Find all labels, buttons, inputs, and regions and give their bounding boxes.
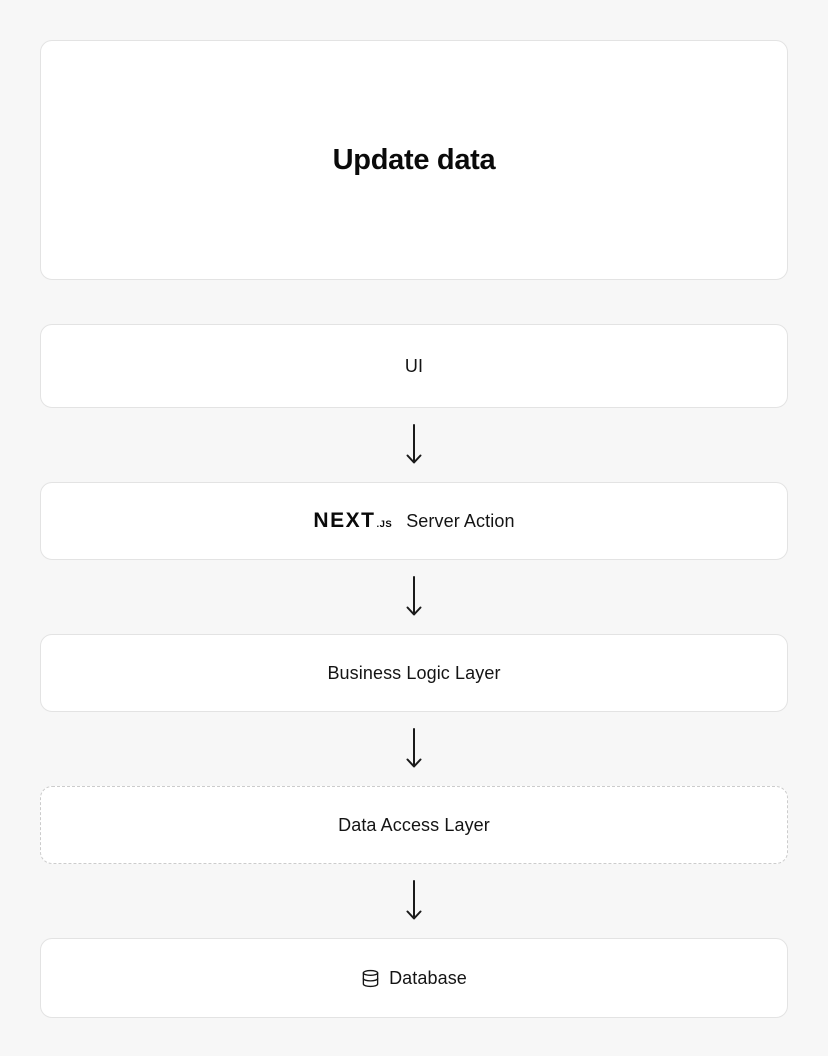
arrow-down-icon xyxy=(406,880,422,920)
flow-connector-3 xyxy=(0,712,828,786)
server-action-content: NEXT.JS Server Action xyxy=(313,509,514,533)
card-database-label: Database xyxy=(389,967,467,988)
card-server-action: NEXT.JS Server Action xyxy=(40,482,788,560)
card-business-logic-label: Business Logic Layer xyxy=(327,662,501,683)
card-server-action-label: Server Action xyxy=(406,510,515,531)
flow-connector-2 xyxy=(0,560,828,634)
flow-connector-4 xyxy=(0,864,828,938)
arrow-down-icon xyxy=(406,576,422,616)
nextjs-logo-text: NEXT xyxy=(313,509,376,532)
card-data-access: Data Access Layer xyxy=(40,786,788,864)
nextjs-logo: NEXT.JS xyxy=(313,509,392,533)
arrow-down-icon xyxy=(406,728,422,768)
card-update-data: Update data xyxy=(40,40,788,280)
nextjs-logo-suffix: .JS xyxy=(376,519,393,530)
card-ui: UI xyxy=(40,324,788,408)
card-business-logic: Business Logic Layer xyxy=(40,634,788,712)
database-icon xyxy=(362,969,379,987)
flow-connector-1 xyxy=(0,408,828,482)
database-content: Database xyxy=(361,968,467,989)
card-database: Database xyxy=(40,938,788,1018)
card-ui-label: UI xyxy=(404,355,424,376)
diagram-title: Update data xyxy=(332,143,496,176)
arrow-down-icon xyxy=(406,424,422,464)
card-data-access-label: Data Access Layer xyxy=(338,814,490,835)
flow-diagram: Update data UI NEXT.JS Server Action Bus… xyxy=(0,40,828,1018)
